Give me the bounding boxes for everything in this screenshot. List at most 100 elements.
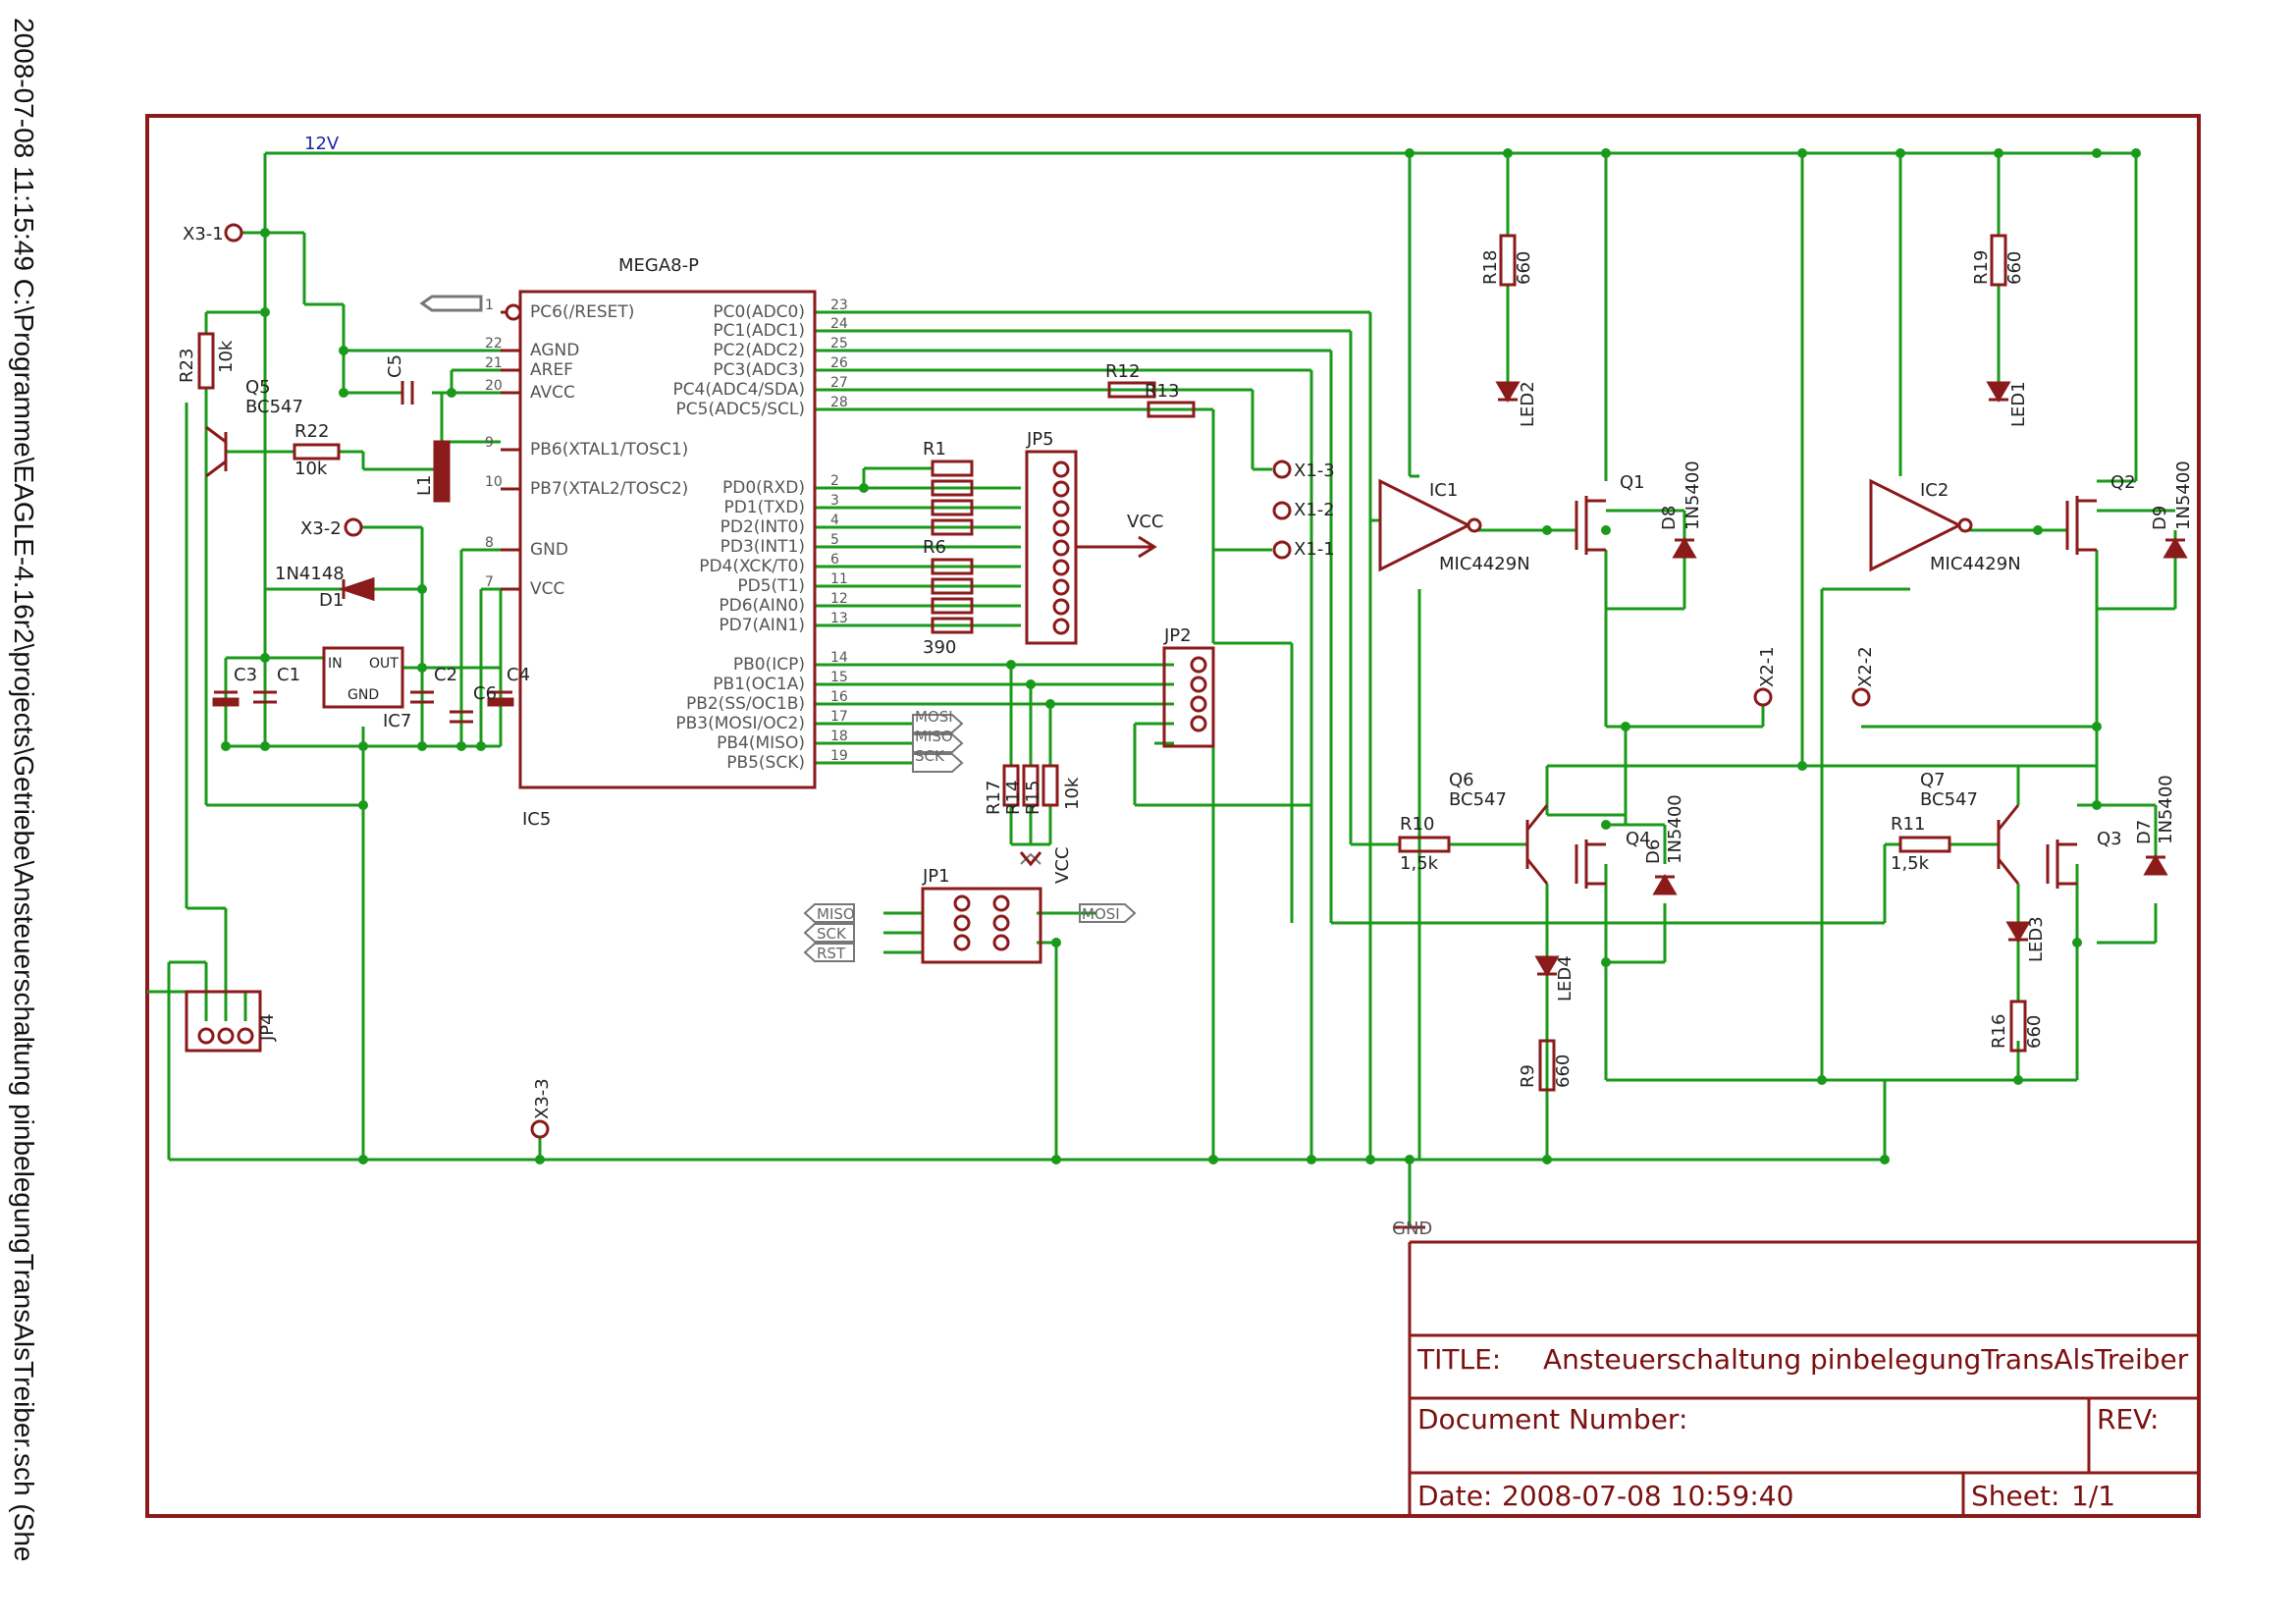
doc-number-label: Document Number: [1417, 1403, 1687, 1435]
mcu-pin-name: PD0(RXD) [722, 478, 805, 498]
ic7-in: IN [328, 656, 343, 672]
r11-label: R11 [1891, 814, 1925, 835]
mcu-pin-number: 4 [830, 513, 839, 528]
c5-label: C5 [385, 354, 405, 378]
sheet-label: Sheet: [1971, 1480, 2059, 1512]
mcu-pin-number: 6 [830, 552, 839, 568]
d8-value: 1N5400 [1682, 460, 1703, 530]
mcu-pin-number: 14 [830, 650, 848, 666]
vcc-jp-label: VCC [1052, 847, 1073, 884]
ic7-label: IC7 [383, 711, 411, 731]
mcu-pin-name: PB7(XTAL2/TOSC2) [530, 479, 688, 499]
led1-label: LED1 [2008, 381, 2029, 427]
q2-label: Q2 [2110, 472, 2136, 493]
components [185, 234, 2188, 1092]
q5-label: Q5 [245, 377, 271, 398]
r18-label: R18 [1480, 250, 1501, 285]
mcu-pin-number: 19 [830, 748, 848, 764]
r12-label: R12 [1105, 361, 1140, 382]
q7-value: BC547 [1920, 789, 1978, 810]
led3-label: LED3 [2026, 916, 2047, 962]
mcu-pin-name: PB2(SS/OC1B) [686, 694, 805, 714]
c4-label: C4 [507, 665, 530, 685]
mcu-pin-name: PC4(ADC4/SDA) [672, 380, 805, 400]
jp2-label: JP2 [1163, 625, 1192, 646]
mcu-pin-number: 5 [830, 532, 839, 548]
mcu-pin-number: 22 [485, 336, 503, 352]
r18-value: 660 [1514, 251, 1534, 285]
title-block [1408, 1240, 2199, 1516]
r16-value: 660 [2024, 1015, 2045, 1049]
jp1-sck-flag: SCK [817, 925, 847, 943]
rev-label: REV: [2097, 1403, 2159, 1435]
mcu-pin-name: PB4(MISO) [717, 733, 805, 753]
r23-label: R23 [177, 349, 197, 383]
title-value: Ansteuerschaltung pinbelegungTransAlsTre… [1543, 1343, 2189, 1376]
mcu-pin-name: PB1(OC1A) [713, 675, 805, 694]
x1-2-label: X1-2 [1294, 500, 1335, 520]
mcu-pin-number: 10 [485, 474, 503, 490]
mcu-pin-name: PD7(AIN1) [719, 616, 805, 635]
q5-value: BC547 [245, 397, 303, 417]
mcu-pin-name: PD5(T1) [737, 576, 805, 596]
mcu-pin-number: 24 [830, 316, 848, 332]
led4-label: LED4 [1555, 955, 1575, 1001]
mcu-pin-number: 8 [485, 535, 494, 551]
r11-value: 1,5k [1891, 853, 1930, 874]
mcu-pin-number: 18 [830, 729, 848, 744]
sheet-frame [145, 114, 2201, 1518]
c2-label: C2 [434, 665, 457, 685]
mcu-pin-number: 11 [830, 571, 848, 587]
r1-label: R1 [923, 439, 946, 460]
r17-label: R17 [984, 781, 1004, 815]
r19-value: 660 [2004, 251, 2025, 285]
mcu-pin-number: 1 [485, 298, 494, 313]
mcu-pin-number: 7 [485, 574, 494, 590]
junctions [221, 148, 2141, 1164]
mcu-pin-name: PD2(INT0) [721, 517, 805, 537]
d7-label: D7 [2134, 820, 2155, 844]
mcu-pin-name: VCC [530, 579, 564, 599]
x2-2-label: X2-2 [1855, 646, 1876, 687]
mcu-pin-number: 26 [830, 355, 848, 371]
mcu-pin-name: PD3(INT1) [721, 537, 805, 557]
r9-value: 660 [1553, 1055, 1574, 1088]
ic7-out: OUT [369, 656, 399, 672]
date-label: Date: [1417, 1480, 1492, 1512]
sck-flag: SCK [915, 747, 945, 765]
ic7-gnd: GND [347, 687, 379, 703]
mcu-pin-name: PC1(ADC1) [713, 321, 805, 341]
r15-label: R15 [1023, 781, 1043, 815]
r14-label: R14 [1003, 781, 1024, 815]
mcu-pin-number: 2 [830, 473, 839, 489]
rotated-labels: R23 10k C5 L1 X3-3 R17 R14 R15 10k VCC J… [177, 250, 2194, 1119]
r10-value: 1,5k [1400, 853, 1439, 874]
x3-2-label: X3-2 [300, 518, 342, 539]
d7-value: 1N5400 [2156, 775, 2176, 844]
d9-value: 1N5400 [2173, 460, 2194, 530]
d1-value: 1N4148 [275, 564, 345, 584]
net-label-12v: 12V [304, 134, 340, 154]
ic2-value: MIC4429N [1930, 554, 2021, 574]
mcu-pin-name: AVCC [530, 383, 575, 403]
mcu-pin-number: 9 [485, 435, 494, 451]
mcu-pin-name: PC3(ADC3) [713, 360, 805, 380]
c1-label: C1 [277, 665, 300, 685]
l1-label: L1 [414, 475, 435, 496]
jp5-label: JP5 [1026, 429, 1054, 450]
mcu-pin-name: PB3(MOSI/OC2) [675, 714, 805, 733]
q4-label: Q4 [1626, 829, 1651, 849]
mcu-pin-name: AGND [530, 341, 579, 360]
r19-label: R19 [1971, 250, 1992, 285]
mcu-pin-name: PD6(AIN0) [719, 596, 805, 616]
r6-label: R6 [923, 537, 946, 558]
jp1-rst-flag: RST [817, 945, 846, 962]
x1-1-label: X1-1 [1294, 539, 1335, 560]
sheet-value: 1/1 [2071, 1480, 2115, 1512]
q3-label: Q3 [2097, 829, 2122, 849]
mcu-pin-name: PB0(ICP) [733, 655, 805, 675]
q7-label: Q7 [1920, 770, 1946, 790]
mcu-pin-number: 3 [830, 493, 839, 509]
date-value: 2008-07-08 10:59:40 [1502, 1480, 1793, 1512]
